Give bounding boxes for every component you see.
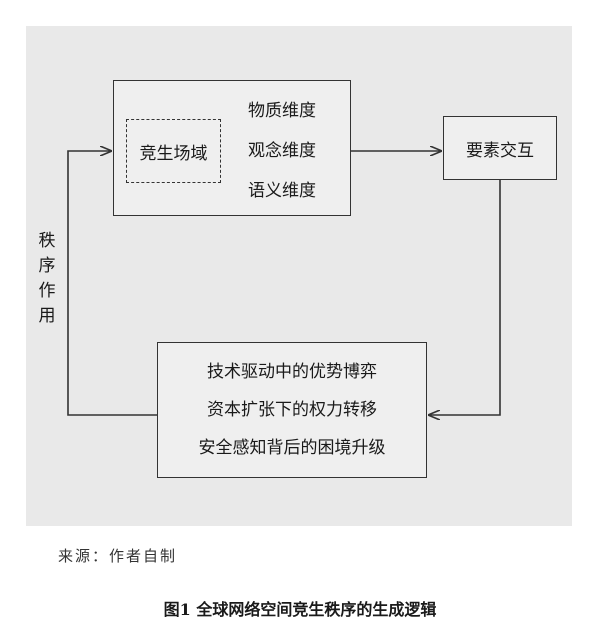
- mechanism-line-1: 技术驱动中的优势博弈: [207, 362, 377, 382]
- dimension-material: 物质维度: [248, 101, 316, 121]
- mechanism-box: 技术驱动中的优势博弈 资本扩张下的权力转移 安全感知背后的困境升级: [157, 342, 427, 478]
- inner-label-text: 竞生场域: [139, 143, 208, 164]
- order-effect-char-4: 用: [38, 306, 56, 326]
- order-effect-label: 秩 序 作 用: [36, 229, 58, 329]
- figure-caption: 图1 全球网络空间竞生秩序的生成逻辑: [163, 600, 437, 619]
- source-note: 来源：作者自制: [58, 547, 178, 565]
- element-interaction-box: 要素交互: [443, 116, 557, 180]
- order-effect-char-2: 序: [38, 256, 56, 276]
- mechanism-line-2: 资本扩张下的权力转移: [207, 400, 377, 420]
- competition-field-label: 竞生场域: [126, 119, 221, 183]
- dimension-list: 物质维度 观念维度 语义维度: [248, 91, 338, 211]
- competition-field-box: 竞生场域 物质维度 观念维度 语义维度: [113, 80, 351, 216]
- mechanism-line-3: 安全感知背后的困境升级: [198, 438, 386, 458]
- order-effect-char-3: 作: [38, 281, 56, 301]
- element-interaction-label: 要素交互: [466, 140, 534, 161]
- dimension-concept: 观念维度: [248, 141, 316, 161]
- order-effect-char-1: 秩: [38, 231, 56, 251]
- dimension-semantic: 语义维度: [248, 181, 316, 201]
